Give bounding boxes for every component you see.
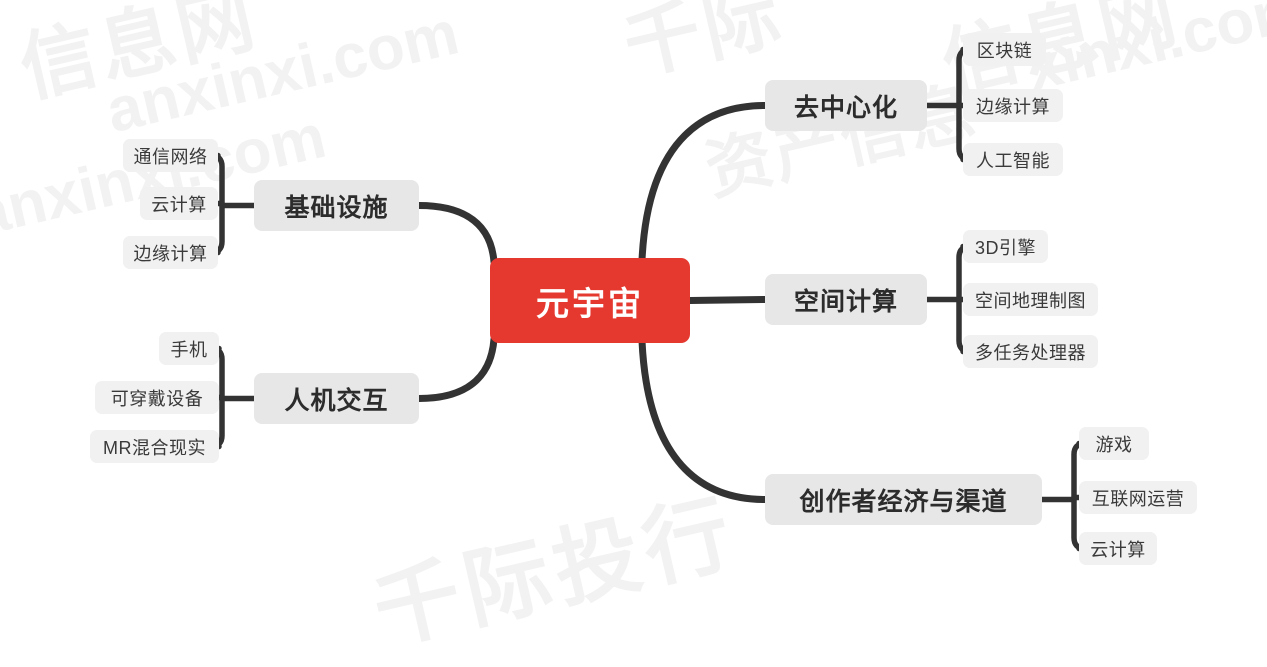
branch-node-decentralization-label: 去中心化: [793, 93, 898, 122]
branch-node-infrastructure[interactable]: 基础设施: [254, 180, 419, 231]
leaf-node-decentralization-2-label: 人工智能: [976, 150, 1050, 171]
leaf-node-decentralization-1[interactable]: 边缘计算: [963, 89, 1063, 122]
leaf-node-human-computer-interaction-1-label: 可穿戴设备: [110, 388, 204, 409]
branch-node-creator-economy-label: 创作者经济与渠道: [799, 487, 1008, 516]
leaf-node-human-computer-interaction-0[interactable]: 手机: [159, 332, 219, 365]
branch-node-human-computer-interaction-label: 人机交互: [284, 386, 389, 415]
leaf-node-creator-economy-2[interactable]: 云计算: [1079, 532, 1157, 565]
branch-node-spatial-computing-label: 空间计算: [793, 287, 898, 316]
leaf-node-creator-economy-2-label: 云计算: [1090, 539, 1146, 560]
watermark-text: 信息网: [12, 0, 266, 113]
leaf-node-infrastructure-0[interactable]: 通信网络: [123, 139, 218, 172]
connector-root-to-human-computer-interaction: [415, 335, 498, 402]
leaf-node-spatial-computing-2-label: 多任务处理器: [975, 342, 1086, 363]
connector-root-to-infrastructure: [415, 202, 498, 266]
watermark-text: 千际: [616, 0, 792, 91]
connector-root-to-spatial-computing: [686, 296, 769, 304]
leaf-node-creator-economy-1-label: 互联网运营: [1091, 488, 1185, 509]
leaf-node-infrastructure-1[interactable]: 云计算: [140, 187, 218, 220]
leaf-node-infrastructure-1-label: 云计算: [151, 194, 207, 215]
leaf-node-human-computer-interaction-2[interactable]: MR混合现实: [90, 430, 219, 463]
connector-root-to-creator-economy: [638, 337, 769, 503]
leaf-node-decentralization-0[interactable]: 区块链: [963, 33, 1046, 66]
leaf-node-infrastructure-2-label: 边缘计算: [133, 243, 208, 264]
root-node-label: 元宇宙: [536, 284, 644, 322]
leaf-node-spatial-computing-2[interactable]: 多任务处理器: [963, 335, 1098, 368]
leaf-node-infrastructure-0-label: 通信网络: [133, 146, 208, 167]
leaf-node-creator-economy-1[interactable]: 互联网运营: [1079, 481, 1197, 514]
leaf-node-decentralization-1-label: 边缘计算: [976, 96, 1050, 117]
branch-node-spatial-computing[interactable]: 空间计算: [765, 274, 927, 325]
branch-node-human-computer-interaction[interactable]: 人机交互: [254, 373, 419, 424]
connector-root-to-decentralization: [638, 102, 769, 264]
branch-node-decentralization[interactable]: 去中心化: [765, 80, 927, 131]
branch-node-infrastructure-label: 基础设施: [284, 193, 389, 222]
watermark-text: 千际投行: [365, 484, 746, 661]
leaf-node-spatial-computing-0-label: 3D引擎: [974, 237, 1036, 258]
leaf-node-decentralization-0-label: 区块链: [976, 40, 1033, 61]
leaf-node-creator-economy-0[interactable]: 游戏: [1079, 427, 1149, 460]
root-node[interactable]: 元宇宙: [490, 258, 690, 343]
watermark-url: anxinxi.com: [100, 0, 465, 147]
leaf-node-spatial-computing-1[interactable]: 空间地理制图: [963, 283, 1098, 316]
leaf-node-spatial-computing-1-label: 空间地理制图: [975, 290, 1086, 311]
branch-node-creator-economy[interactable]: 创作者经济与渠道: [765, 474, 1042, 525]
leaf-node-human-computer-interaction-0-label: 手机: [170, 339, 208, 360]
leaf-node-infrastructure-2[interactable]: 边缘计算: [123, 236, 218, 269]
leaf-node-spatial-computing-0[interactable]: 3D引擎: [963, 230, 1048, 263]
leaf-node-creator-economy-0-label: 游戏: [1095, 434, 1133, 455]
leaf-node-decentralization-2[interactable]: 人工智能: [963, 143, 1063, 176]
leaf-node-human-computer-interaction-1[interactable]: 可穿戴设备: [95, 381, 219, 414]
leaf-node-human-computer-interaction-2-label: MR混合现实: [103, 437, 206, 458]
